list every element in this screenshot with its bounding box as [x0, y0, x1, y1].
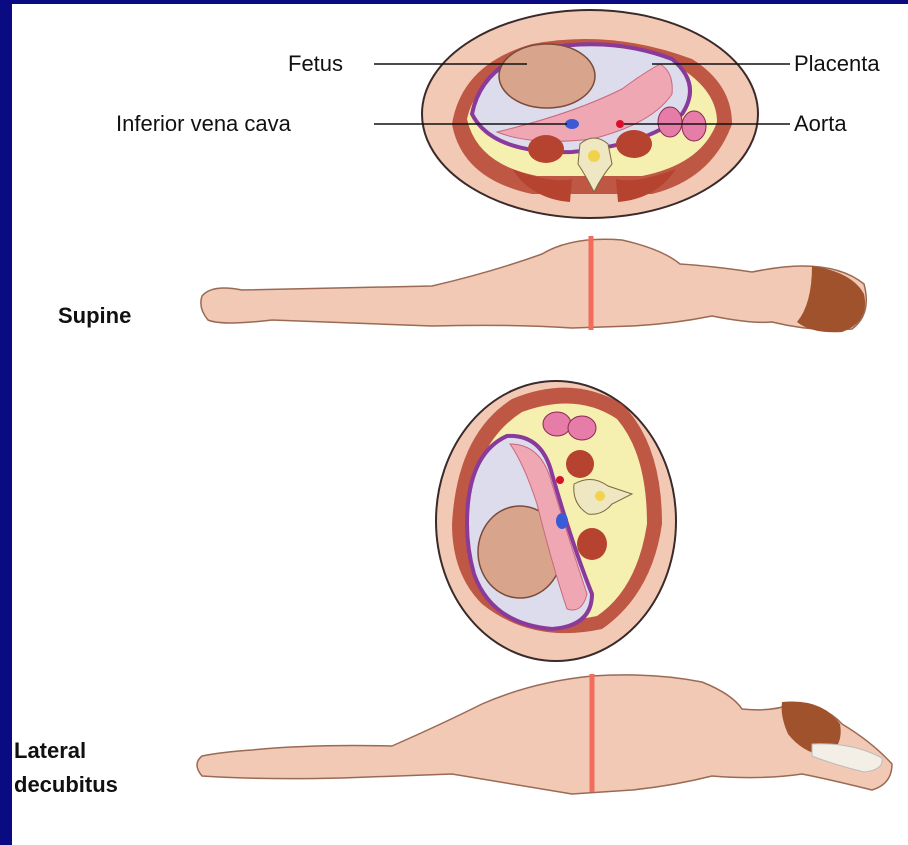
- label-inferior-vena-cava: Inferior vena cava: [116, 111, 291, 137]
- lateral-cross-section: [436, 381, 676, 661]
- lateral-figure: [197, 674, 892, 794]
- kidney: [568, 416, 596, 440]
- kidney: [658, 107, 682, 137]
- label-fetus: Fetus: [288, 51, 343, 77]
- label-decubitus: decubitus: [14, 772, 118, 798]
- fetus-shape: [499, 44, 595, 108]
- aorta-shape-lateral: [556, 476, 564, 484]
- kidney: [682, 111, 706, 141]
- label-lateral: Lateral: [14, 738, 86, 764]
- label-placenta: Placenta: [794, 51, 880, 77]
- label-aorta: Aorta: [794, 111, 847, 137]
- ivc-shape: [565, 119, 579, 129]
- supine-figure: [201, 236, 866, 332]
- slide: Fetus Placenta Inferior vena cava Aorta …: [12, 4, 908, 845]
- aorta-shape: [616, 120, 624, 128]
- supine-cross-section: [374, 10, 790, 218]
- kidney: [543, 412, 571, 436]
- ivc-shape-lateral: [556, 513, 568, 529]
- label-supine: Supine: [58, 303, 131, 329]
